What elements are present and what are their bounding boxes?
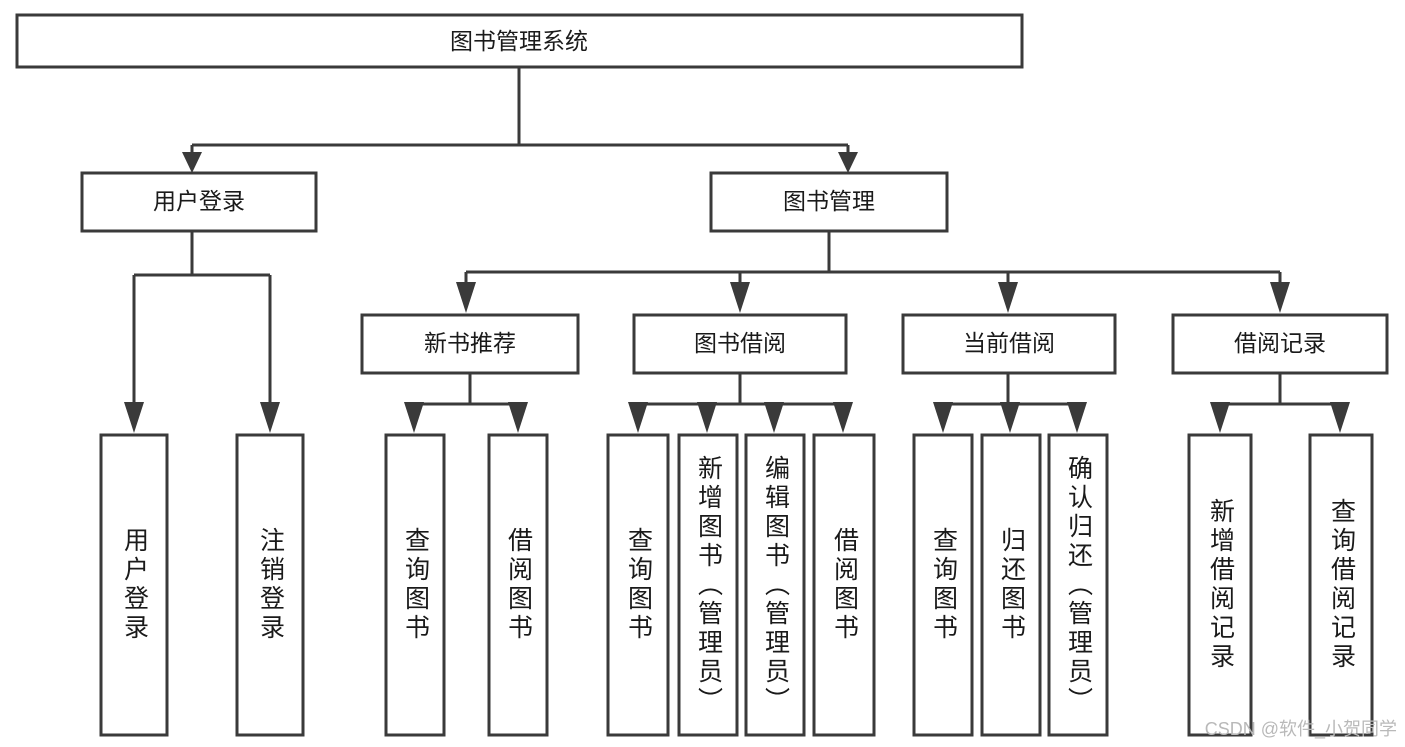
leaf-borrow-book-2-box[interactable] [812,433,876,737]
connector-group-borrow-record [1210,373,1350,433]
arrow-head-new-book-recommend [456,282,476,313]
node-borrow-record[interactable]: 借阅记录 [1171,313,1389,375]
connector-group-root [182,67,858,173]
node-book-borrow-box[interactable] [632,313,848,375]
node-current-borrow[interactable]: 当前借阅 [901,313,1117,375]
node-user-login[interactable]: 用户登录 [80,171,318,233]
leaf-user-login-box[interactable] [99,433,169,737]
watermark-text: CSDN @软件_小贺同学 [1204,719,1397,739]
arrow-head-book-management [838,152,858,173]
leaf-query-book-2-box[interactable] [606,433,670,737]
arrow-head-leaf-logout-login [260,402,280,433]
node-root-box[interactable] [15,13,1024,69]
connector-group-book-borrow [628,373,853,433]
arrow-head-leaf-borrow-book-1 [508,402,528,433]
leaf-return-book-box[interactable] [980,433,1042,737]
connector-group-book-management [456,231,1290,313]
arrow-head-leaf-return-book [1000,402,1020,433]
connector-group-current-borrow [933,373,1087,433]
leaf-query-borrow-record-box[interactable] [1308,433,1374,737]
arrow-head-leaf-user-login [124,402,144,433]
leaf-confirm-return-box[interactable] [1047,433,1109,737]
arrow-head-borrow-record [1270,282,1290,313]
node-book-borrow-label: 图书借阅 [694,330,786,356]
leaf-logout-login-box[interactable] [235,433,305,737]
node-root[interactable]: 图书管理系统 [15,13,1024,69]
leaf-query-book-3-box[interactable] [912,433,974,737]
leaf-boxes-new-book-recommend [384,433,549,737]
node-user-login-box[interactable] [80,171,318,233]
node-current-borrow-label: 当前借阅 [963,330,1055,356]
node-borrow-record-label: 借阅记录 [1234,330,1326,356]
node-current-borrow-box[interactable] [901,313,1117,375]
leaf-boxes-current-borrow [912,433,1109,737]
node-new-book-recommend-box[interactable] [360,313,580,375]
node-new-book-recommend-label: 新书推荐 [424,330,516,356]
leaf-boxes-book-borrow [606,433,876,737]
leaf-boxes-borrow-record [1187,433,1374,737]
connector-group-user-login [124,231,280,433]
arrow-head-current-borrow [998,282,1018,313]
connector-group-new-book-recommend [404,373,528,433]
arrow-head-leaf-query-book-3 [933,402,953,433]
arrow-head-leaf-confirm-return [1067,402,1087,433]
node-book-management-box[interactable] [709,171,949,233]
node-borrow-record-box[interactable] [1171,313,1389,375]
leaf-borrow-book-1-box[interactable] [487,433,549,737]
leaf-edit-book-box[interactable] [744,433,806,737]
leaf-add-book-box[interactable] [677,433,739,737]
node-root-label: 图书管理系统 [450,28,588,54]
arrow-head-leaf-add-borrow-record [1210,402,1230,433]
arrow-head-leaf-query-book-1 [404,402,424,433]
node-new-book-recommend[interactable]: 新书推荐 [360,313,580,375]
arrow-head-leaf-add-book [697,402,717,433]
node-book-borrow[interactable]: 图书借阅 [632,313,848,375]
arrow-head-leaf-borrow-book-2 [833,402,853,433]
arrow-head-user-login [182,152,202,173]
leaf-query-book-1-box[interactable] [384,433,446,737]
arrow-head-leaf-edit-book [764,402,784,433]
node-book-management-label: 图书管理 [783,188,875,214]
arrow-head-leaf-query-borrow-record [1330,402,1350,433]
arrow-head-book-borrow [730,282,750,313]
leaf-boxes-user-login [99,433,305,737]
leaf-add-borrow-record-box[interactable] [1187,433,1253,737]
node-user-login-label: 用户登录 [153,188,245,214]
node-book-management[interactable]: 图书管理 [709,171,949,233]
arrow-head-leaf-query-book-2 [628,402,648,433]
